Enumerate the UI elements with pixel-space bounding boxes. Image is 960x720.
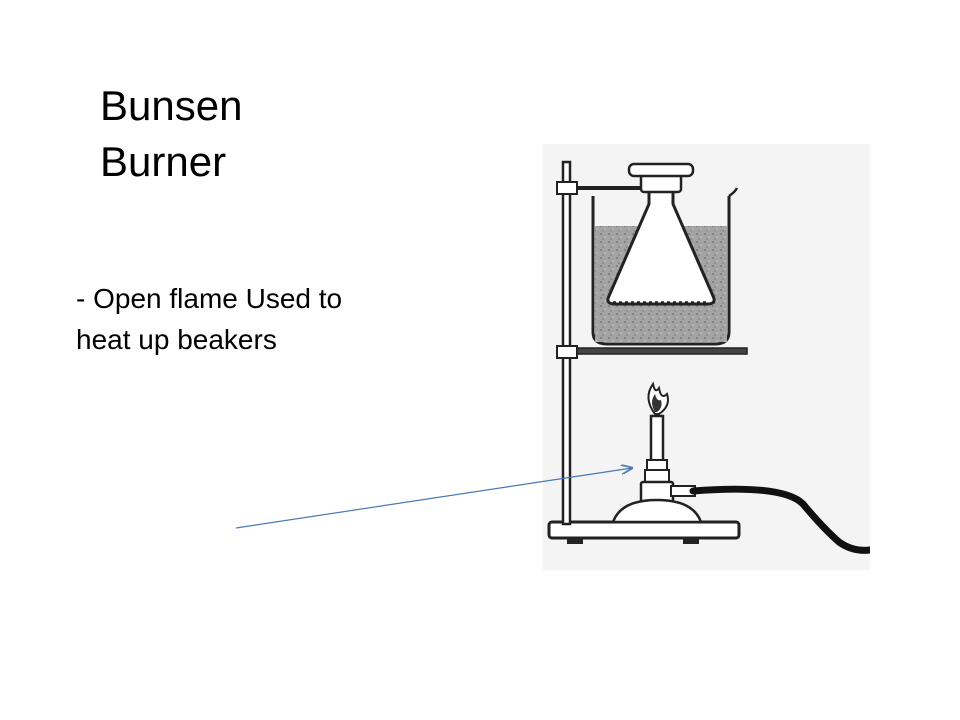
bunsen-burner-illustration [543,144,870,570]
stand-rod [561,160,572,526]
description-line-2: heat up beakers [76,324,277,355]
erlenmeyer-flask [606,162,716,306]
flame [647,381,669,415]
burner-barrel [639,414,675,504]
slide-title: Bunsen Burner [100,78,320,190]
upper-clamp [556,181,641,195]
description-text: - Open flame Used to heat up beakers [76,278,466,360]
burner-base [611,498,703,524]
title-line-1: Bunsen [100,82,243,129]
stand-base [547,520,741,544]
description-line-1: - Open flame Used to [76,283,343,314]
title-line-2: Burner [100,138,227,185]
gas-hose [670,485,870,554]
iron-ring [556,345,748,359]
